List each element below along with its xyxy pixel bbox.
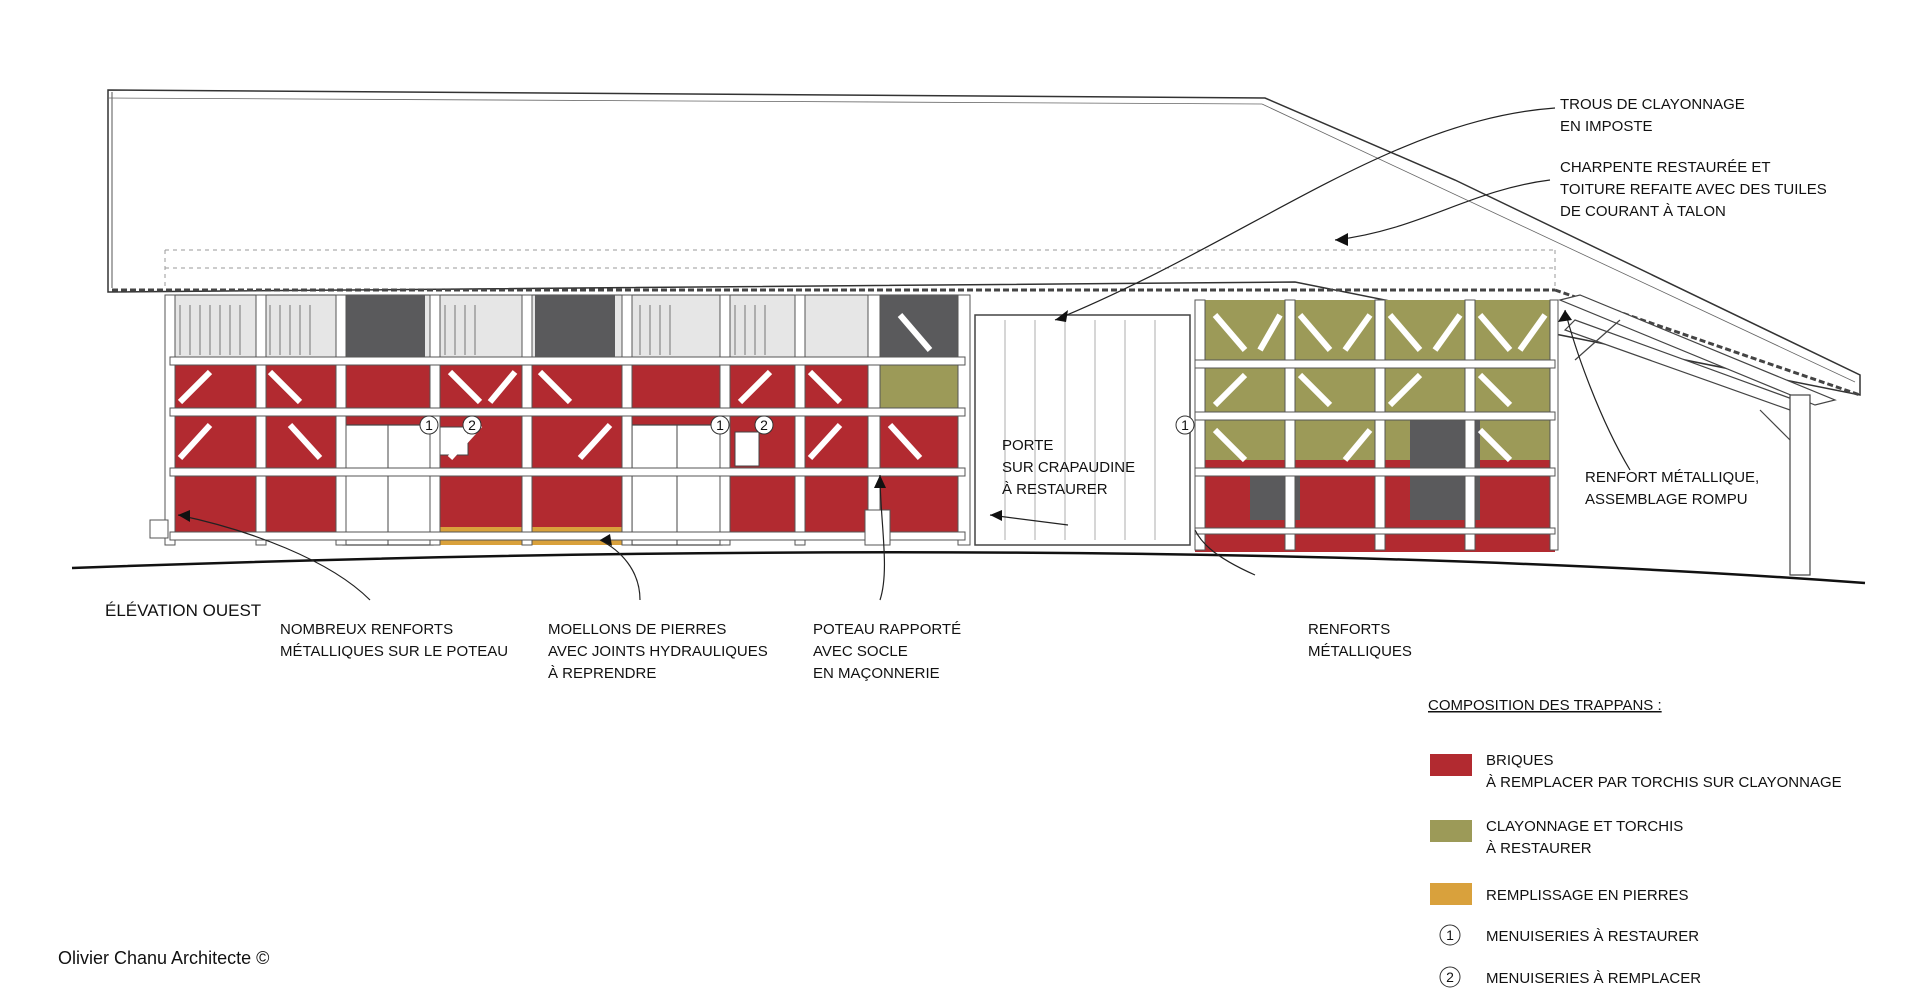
svg-text:POTEAU RAPPORTÉ: POTEAU RAPPORTÉ (813, 621, 961, 638)
svg-text:CHARPENTE RESTAURÉE ET: CHARPENTE RESTAURÉE ET (1560, 159, 1771, 176)
svg-text:TROUS DE CLAYONNAGE: TROUS DE CLAYONNAGE (1560, 96, 1745, 113)
annotation-renforts-poteau: NOMBREUX RENFORTS MÉTALLIQUES SUR LE POT… (280, 621, 508, 660)
svg-text:NOMBREUX RENFORTS: NOMBREUX RENFORTS (280, 621, 453, 638)
svg-text:À REPRENDRE: À REPRENDRE (548, 665, 656, 682)
wall-left (149, 294, 971, 546)
svg-text:1: 1 (1181, 417, 1189, 433)
svg-text:EN IMPOSTE: EN IMPOSTE (1560, 118, 1653, 135)
svg-text:2: 2 (468, 417, 476, 433)
credit-text: Olivier Chanu Architecte © (58, 948, 269, 968)
svg-text:2: 2 (760, 417, 768, 433)
svg-text:RENFORT MÉTALLIQUE,: RENFORT MÉTALLIQUE, (1585, 469, 1759, 486)
svg-text:MOELLONS DE PIERRES: MOELLONS DE PIERRES (548, 621, 726, 638)
annotation-moellons: MOELLONS DE PIERRES AVEC JOINTS HYDRAULI… (548, 621, 768, 682)
menuiserie-markers: 1 2 1 2 1 (419, 415, 1195, 435)
annotation-charpente: CHARPENTE RESTAURÉE ET TOITURE REFAITE A… (1560, 159, 1827, 220)
svg-text:2: 2 (1446, 969, 1454, 985)
drawing-title: ÉLÉVATION OUEST (105, 601, 261, 620)
legend-title: COMPOSITION DES TRAPPANS : (1428, 697, 1662, 714)
leader-lines (177, 107, 1631, 601)
legend-marker-1 (1439, 924, 1461, 946)
annotation-porte: PORTE SUR CRAPAUDINE À RESTAURER (1002, 437, 1135, 498)
svg-text:À RESTAURER: À RESTAURER (1486, 840, 1592, 857)
svg-text:MENUISERIES À RESTAURER: MENUISERIES À RESTAURER (1486, 928, 1699, 945)
svg-text:ASSEMBLAGE ROMPU: ASSEMBLAGE ROMPU (1585, 491, 1748, 508)
svg-text:PORTE: PORTE (1002, 437, 1053, 454)
lean-to (1558, 294, 1837, 576)
svg-text:TOITURE REFAITE AVEC DES TUILE: TOITURE REFAITE AVEC DES TUILES (1560, 181, 1827, 198)
svg-text:1: 1 (425, 417, 433, 433)
svg-text:REMPLISSAGE EN PIERRES: REMPLISSAGE EN PIERRES (1486, 887, 1689, 904)
wall-right (1194, 299, 1559, 552)
svg-text:MÉTALLIQUES: MÉTALLIQUES (1308, 643, 1412, 660)
svg-text:DE COURANT À TALON: DE COURANT À TALON (1560, 203, 1726, 220)
svg-text:CLAYONNAGE ET TORCHIS: CLAYONNAGE ET TORCHIS (1486, 818, 1683, 835)
annotation-renforts-metalliques: RENFORTS MÉTALLIQUES (1308, 621, 1412, 660)
annotation-poteau-rapporte: POTEAU RAPPORTÉ AVEC SOCLE EN MAÇONNERIE (813, 621, 961, 682)
svg-text:EN MAÇONNERIE: EN MAÇONNERIE (813, 665, 940, 682)
svg-text:À REMPLACER PAR TORCHIS SUR CL: À REMPLACER PAR TORCHIS SUR CLAYONNAGE (1486, 774, 1842, 791)
legend-swatch-clayonnage (1430, 820, 1472, 842)
ground-line (71, 551, 1866, 585)
legend-swatch-pierres (1430, 883, 1472, 905)
svg-text:AVEC SOCLE: AVEC SOCLE (813, 643, 908, 660)
roof (107, 89, 1861, 397)
svg-text:SUR CRAPAUDINE: SUR CRAPAUDINE (1002, 459, 1135, 476)
legend-swatch-briques (1430, 754, 1472, 776)
svg-text:1: 1 (1446, 927, 1454, 943)
svg-text:RENFORTS: RENFORTS (1308, 621, 1390, 638)
legend-marker-2 (1439, 966, 1461, 988)
leader-arrowheads (178, 233, 1572, 546)
annotation-renfort-rompu: RENFORT MÉTALLIQUE, ASSEMBLAGE ROMPU (1585, 469, 1759, 508)
svg-text:1: 1 (716, 417, 724, 433)
svg-text:À RESTAURER: À RESTAURER (1002, 481, 1108, 498)
svg-text:MÉTALLIQUES SUR LE POTEAU: MÉTALLIQUES SUR LE POTEAU (280, 643, 508, 660)
legend: COMPOSITION DES TRAPPANS : BRIQUES À REM… (1428, 697, 1842, 988)
main-door (974, 314, 1191, 546)
annotation-trous-claie: TROUS DE CLAYONNAGE EN IMPOSTE (1560, 96, 1745, 135)
svg-text:AVEC JOINTS HYDRAULIQUES: AVEC JOINTS HYDRAULIQUES (548, 643, 768, 660)
svg-text:BRIQUES: BRIQUES (1486, 752, 1554, 769)
svg-text:MENUISERIES À REMPLACER: MENUISERIES À REMPLACER (1486, 970, 1701, 987)
